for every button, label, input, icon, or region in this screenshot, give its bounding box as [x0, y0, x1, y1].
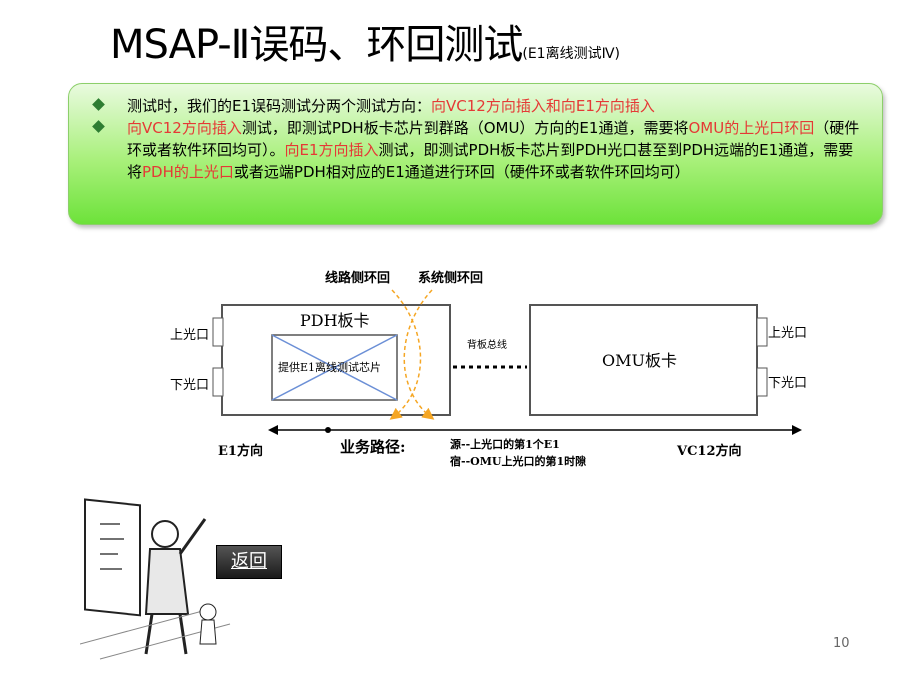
chip-label: 提供E1离线测试芯片 [278, 361, 382, 374]
path-start-dot [325, 427, 331, 433]
omu-up-label: 上光口 [768, 326, 808, 341]
loopback-diagram: 线路侧环回 系统侧环回 PDH板卡 提供E1离线测试芯片 背板总线 OMU板卡 … [160, 250, 830, 505]
back-button-label: 返回 [231, 551, 267, 572]
title-sub: (E1离线测试Ⅳ) [522, 46, 620, 62]
b1-text: 测试时，我们的E1误码测试分两个测试方向： [127, 97, 432, 115]
pdh-up-port [212, 317, 224, 347]
vc12-direction-label: VC12方向 [677, 444, 742, 459]
b2-highlight-3: 向E1方向插入 [284, 141, 379, 159]
back-button[interactable]: 返回 [216, 545, 282, 579]
sys-loop-label: 系统侧环回 [418, 271, 484, 286]
b2-highlight-2: OMU的上光口环回 [688, 119, 815, 137]
b1-highlight: 向VC12方向插入和向E1方向插入 [431, 97, 655, 115]
b2-text-1: 测试，即测试PDH板卡芯片到群路（OMU）方向的E1通道，需要将 [241, 119, 689, 137]
omu-down-port [756, 367, 768, 397]
omu-up-port [756, 317, 768, 347]
b2-highlight-4: PDH的上光口 [142, 163, 234, 181]
page-number: 10 [833, 636, 850, 651]
path-source-label: 源--上光口的第1个E1 [450, 438, 560, 451]
b2-highlight-1: 向VC12方向插入 [127, 119, 242, 137]
line-loop-label: 线路侧环回 [325, 271, 391, 286]
title-main: MSAP-Ⅱ误码、环回测试 [110, 22, 523, 68]
path-dest-label: 宿--OMU上光口的第1时隙 [450, 455, 587, 468]
diamond-bullet-icon [92, 98, 105, 111]
line-loop-arc [389, 289, 422, 420]
page-title: MSAP-Ⅱ误码、环回测试(E1离线测试Ⅳ) [110, 12, 620, 70]
pdh-card-label: PDH板卡 [300, 311, 370, 330]
pdh-down-port [212, 367, 224, 397]
pdh-up-label: 上光口 [170, 328, 210, 343]
b2-text-3: 测试，即测试PDH板卡芯片到PDH光口甚至到PDH远端的E1通道，需要将 [127, 141, 854, 181]
diagram-svg [212, 289, 802, 435]
diamond-bullet-icon [92, 120, 105, 133]
pdh-down-label: 下光口 [170, 378, 210, 393]
sys-loop-arc [403, 289, 435, 420]
backplane-label: 背板总线 [467, 340, 507, 351]
teacher-cartoon-illustration [79, 494, 250, 664]
b2-text-2: （硬件环或者软件环回均可）。 [127, 119, 860, 159]
omu-card-label: OMU板卡 [602, 351, 677, 370]
omu-down-label: 下光口 [768, 376, 808, 391]
b2-text-4: 或者远端PDH相对应的E1通道进行环回（硬件环或者软件环回均可） [233, 163, 690, 181]
notes-box: 测试时，我们的E1误码测试分两个测试方向：向VC12方向插入和向E1方向插入 向… [68, 83, 883, 225]
omu-card-box [529, 304, 758, 416]
path-label: 业务路径: [340, 438, 406, 456]
e1-direction-label: E1方向 [218, 444, 263, 459]
